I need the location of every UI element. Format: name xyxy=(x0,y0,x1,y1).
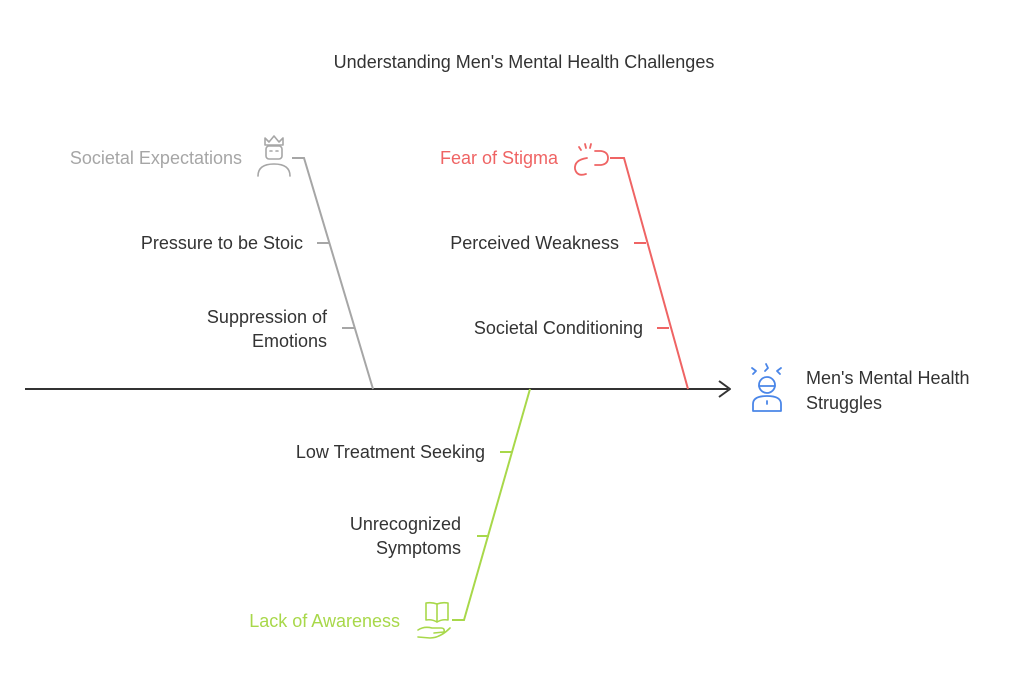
book-in-hand-icon xyxy=(417,601,451,639)
cause-low-treatment-seeking: Low Treatment Seeking xyxy=(296,442,485,462)
cause-unrecognized-symptoms-line2: Symptoms xyxy=(376,538,461,558)
effect-label-line1: Men's Mental Health xyxy=(806,368,970,388)
cause-suppression-of-emotions-line2: Emotions xyxy=(252,331,327,351)
crowned-person-icon xyxy=(257,135,291,177)
bone-lack-of-awareness xyxy=(452,388,531,621)
diagram-title: Understanding Men's Mental Health Challe… xyxy=(334,52,715,72)
broken-link-icon xyxy=(574,143,609,176)
effect-label-line2: Struggles xyxy=(806,393,882,413)
cause-perceived-weakness: Perceived Weakness xyxy=(450,233,619,253)
category-label-lack-of-awareness: Lack of Awareness xyxy=(249,611,400,631)
cause-societal-conditioning: Societal Conditioning xyxy=(474,318,643,338)
cause-suppression-of-emotions-line1: Suppression of xyxy=(207,307,328,327)
spine-arrow xyxy=(25,380,731,398)
category-label-fear-of-stigma: Fear of Stigma xyxy=(440,148,559,168)
cause-pressure-to-be-stoic: Pressure to be Stoic xyxy=(141,233,303,253)
stressed-person-icon xyxy=(751,363,782,412)
bone-fear-of-stigma xyxy=(610,157,689,390)
cause-unrecognized-symptoms-line1: Unrecognized xyxy=(350,514,461,534)
bone-societal-expectations xyxy=(292,157,374,390)
category-label-societal-expectations: Societal Expectations xyxy=(70,148,242,168)
